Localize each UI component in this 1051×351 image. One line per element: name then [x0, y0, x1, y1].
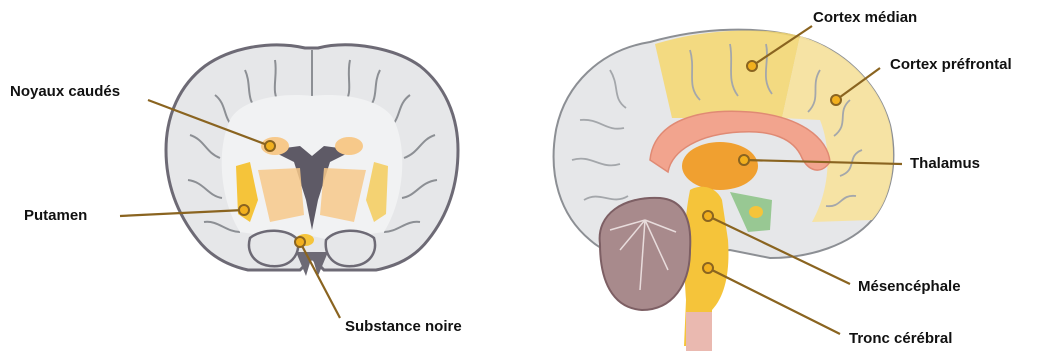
- marker-cortex-median: [747, 61, 757, 71]
- temporal-lobe-right: [326, 231, 375, 266]
- label-thalamus: Thalamus: [910, 155, 980, 173]
- spinal-cord: [686, 312, 712, 351]
- label-putamen: Putamen: [24, 207, 87, 225]
- label-cortex-median: Cortex médian: [813, 9, 917, 27]
- label-substance-noire: Substance noire: [345, 318, 462, 336]
- caudate-right: [335, 137, 363, 155]
- label-tronc-cerebral: Tronc cérébral: [849, 330, 952, 348]
- thalamus: [682, 142, 758, 190]
- marker-putamen: [239, 205, 249, 215]
- sagittal-brain-section: [554, 30, 894, 351]
- cerebellum: [600, 198, 691, 310]
- leader-tronc-cerebral: [708, 268, 840, 334]
- marker-thalamus: [739, 155, 749, 165]
- small-nucleus: [749, 206, 763, 218]
- marker-cortex-prefrontal: [831, 95, 841, 105]
- label-mesencephale: Mésencéphale: [858, 278, 961, 296]
- label-noyaux-caudes: Noyaux caudés: [10, 83, 120, 101]
- marker-substance-noire: [295, 237, 305, 247]
- label-cortex-prefrontal: Cortex préfrontal: [890, 56, 1012, 74]
- marker-mesencephale: [703, 211, 713, 221]
- median-cortex-highlight: [655, 30, 800, 118]
- temporal-lobe-left: [249, 231, 298, 266]
- coronal-brain-section: [166, 45, 458, 276]
- marker-noyaux-caudes: [265, 141, 275, 151]
- marker-tronc-cerebral: [703, 263, 713, 273]
